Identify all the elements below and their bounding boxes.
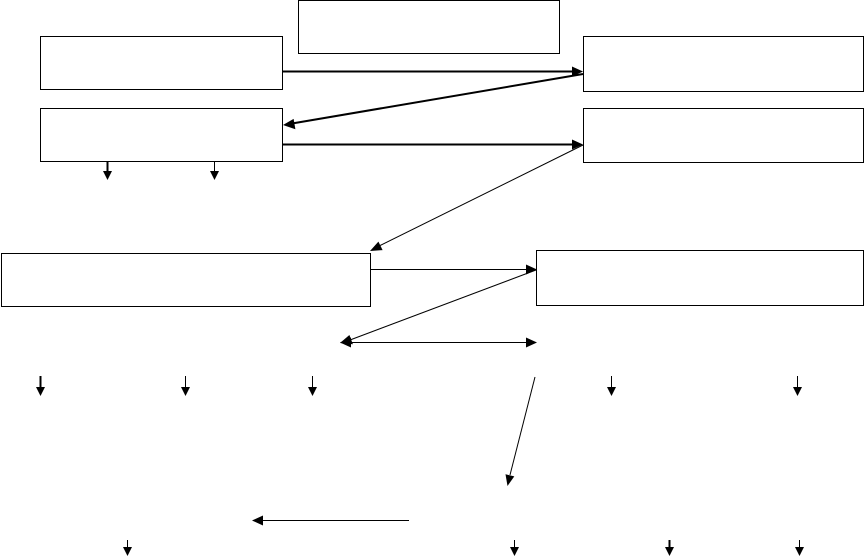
arrow-right2-to-midleft <box>378 144 584 247</box>
box-mid-left <box>1 253 371 307</box>
arrowhead-left2 <box>283 118 296 130</box>
arrowhead-bottom-left <box>252 515 263 526</box>
drop-bottom-d-head <box>795 547 804 556</box>
arrowhead-right2 <box>572 139 583 150</box>
arrow-diagonal-down <box>509 376 536 476</box>
arrowhead-right1 <box>572 66 583 77</box>
drop-row1-e-head <box>793 387 802 396</box>
drop-bottom-c-head <box>665 547 674 556</box>
arrowhead-diagonal-down <box>505 474 515 486</box>
drop-bottom-b-head <box>510 547 519 556</box>
drop-row1-c-head <box>308 387 317 396</box>
drop-left2-a-head <box>103 171 112 180</box>
drop-row1-a-head <box>36 387 45 396</box>
box-right-2 <box>583 108 864 163</box>
arrowhead-midleft <box>370 241 383 251</box>
box-mid-right <box>536 250 864 306</box>
box-right-1 <box>583 36 864 92</box>
box-left-2 <box>40 108 283 162</box>
box-left-1 <box>40 36 283 90</box>
arrow-right1-to-left2 <box>291 73 584 125</box>
drop-row1-d-head <box>607 387 616 396</box>
box-top-center <box>298 0 560 54</box>
diagram-boxes <box>1 0 864 307</box>
arrowhead-double-left <box>340 337 351 348</box>
drop-row1-b-head <box>181 387 190 396</box>
drop-left2-b-head <box>210 171 219 180</box>
arrowhead-midright <box>526 264 537 275</box>
arrow-midright-feedback <box>349 269 537 341</box>
arrowhead-double-right <box>526 337 537 348</box>
diagram-connectors <box>36 66 804 556</box>
drop-bottom-a-head <box>123 547 132 556</box>
